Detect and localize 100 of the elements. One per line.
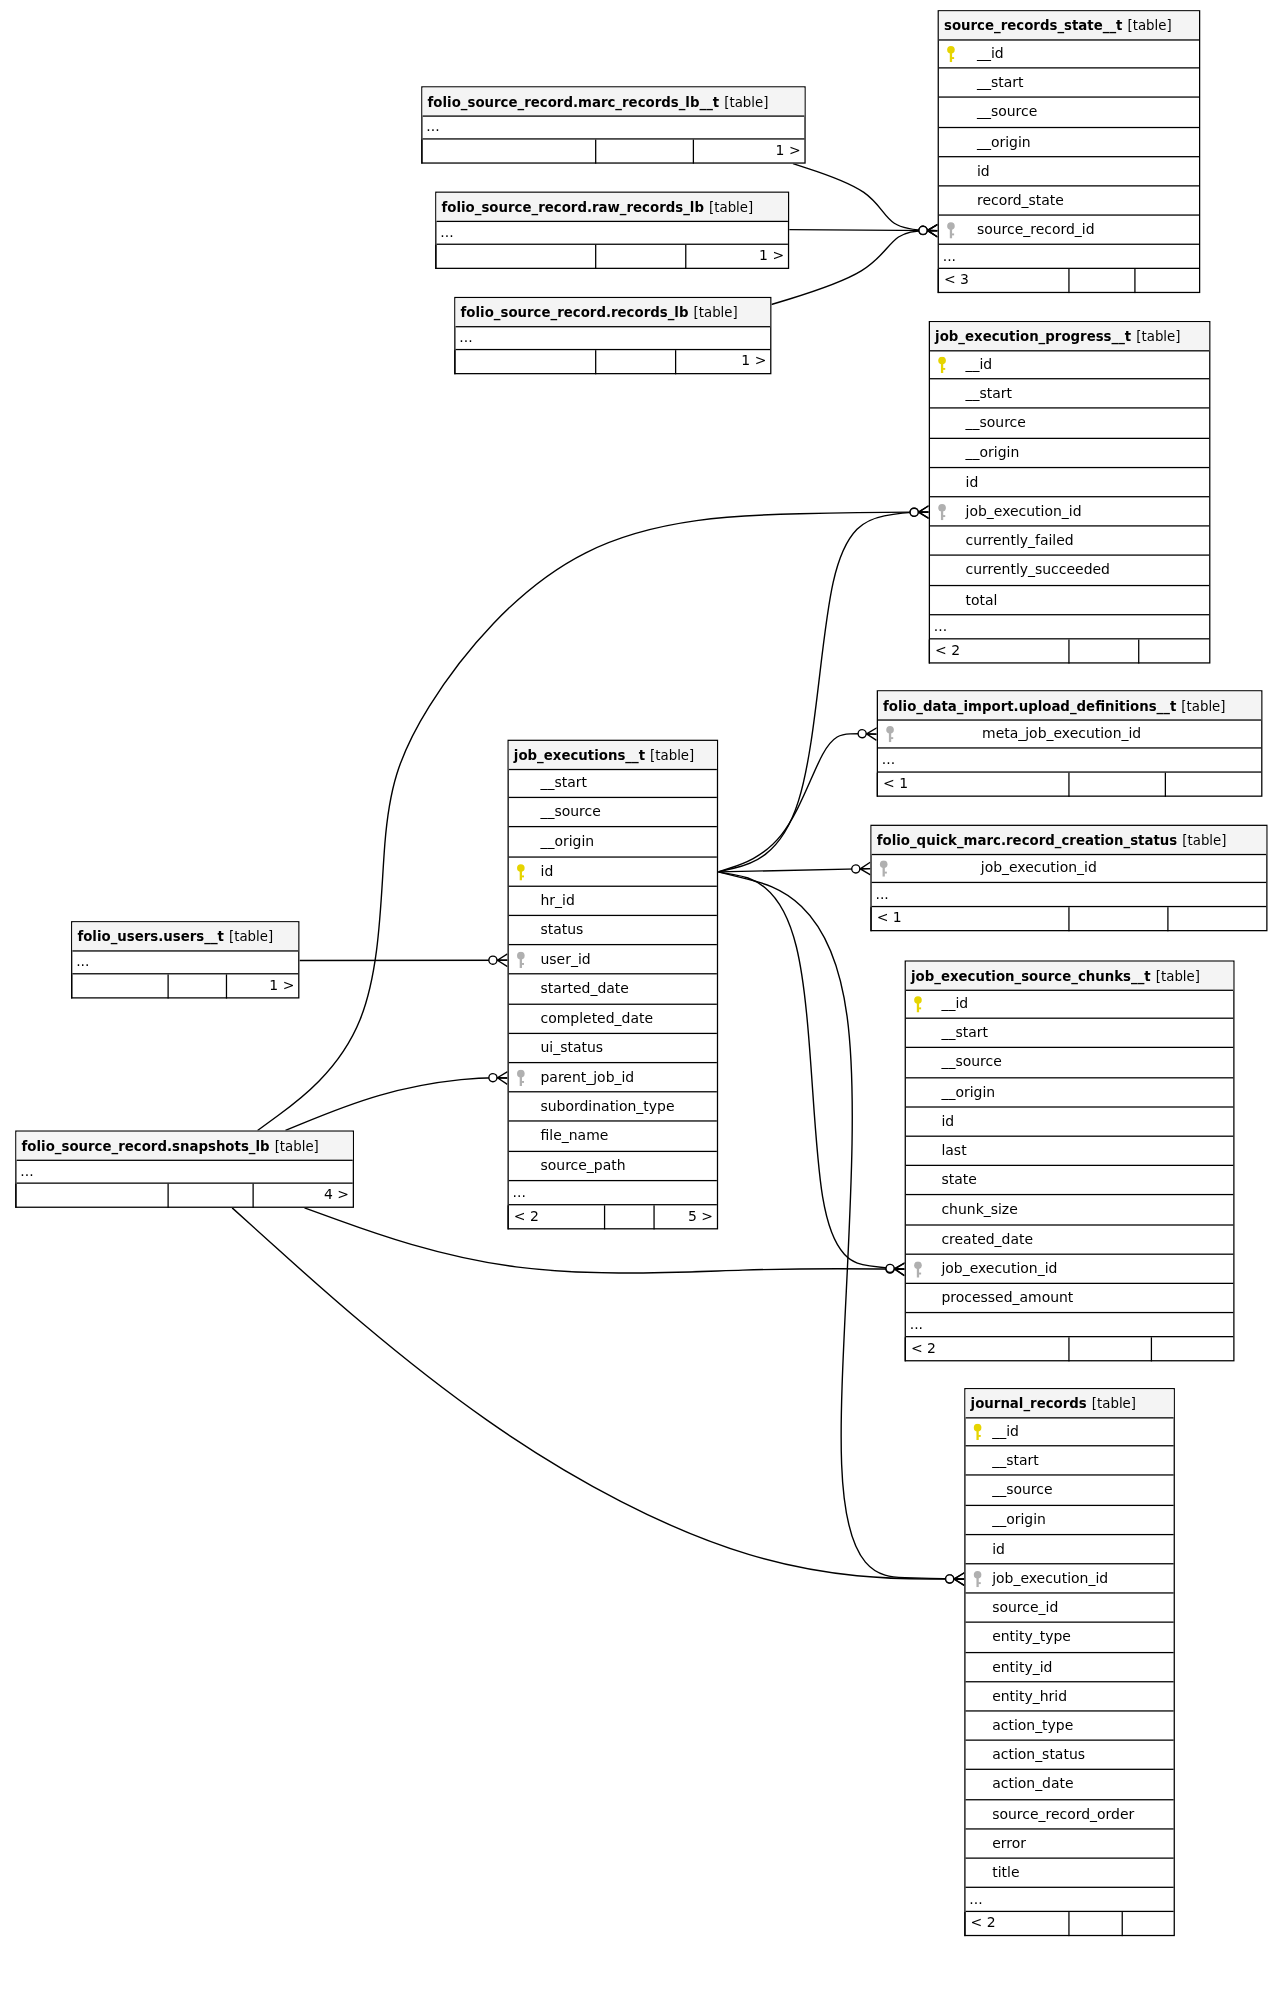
table-name: job_execution_progress__t xyxy=(935,328,1132,344)
column-name: meta_job_execution_id xyxy=(982,726,1142,741)
table-tag: [table] xyxy=(693,304,738,320)
table-name: folio_users.users__t xyxy=(77,928,224,944)
column-name: __start xyxy=(941,1026,988,1041)
column-name: hr_id xyxy=(540,893,575,908)
table-tag: [table] xyxy=(650,747,695,763)
ellipsis-text: ... xyxy=(942,249,956,264)
column-name: __id xyxy=(976,46,1004,61)
table-box xyxy=(876,690,1263,798)
column-name: source_record_id xyxy=(976,223,1095,237)
column-name: total xyxy=(965,592,998,607)
table-box xyxy=(15,1130,354,1208)
column-name: currently_succeeded xyxy=(965,563,1110,578)
ellipsis-text: ... xyxy=(875,887,889,902)
column-name: id xyxy=(540,864,554,879)
relationship-line xyxy=(770,223,939,306)
table-box xyxy=(964,1388,1175,1937)
column-name: id xyxy=(992,1542,1005,1556)
ellipsis-text: ... xyxy=(459,330,473,345)
table-box xyxy=(435,191,790,269)
column-name: __origin xyxy=(540,834,595,849)
table-name: folio_quick_marc.record_creation_status xyxy=(876,832,1178,848)
table-tag: [table] xyxy=(724,93,769,110)
column-name: __source xyxy=(965,416,1026,431)
column-name: entity_id xyxy=(992,1659,1053,1674)
footer-cell: 1 > xyxy=(675,350,772,375)
table-name: folio_source_record.raw_records_lb xyxy=(441,199,704,215)
table-box xyxy=(421,86,806,164)
footer-cell: 1 > xyxy=(225,974,300,999)
ellipsis-text: ... xyxy=(20,1164,34,1179)
footer-cell: < 2 xyxy=(507,1205,606,1230)
table-box xyxy=(454,296,772,375)
footer-cell: 1 > xyxy=(685,244,790,269)
table-name: folio_source_record.snapshots_lb xyxy=(21,1138,270,1154)
column-name: source_record_order xyxy=(992,1806,1135,1821)
relationship-line xyxy=(303,1207,906,1277)
column-name: processed_amount xyxy=(941,1291,1074,1306)
table-box xyxy=(507,739,719,1230)
column-name: title xyxy=(992,1865,1020,1880)
column-name: completed_date xyxy=(540,1011,653,1026)
column-name: error xyxy=(992,1836,1026,1851)
column-name: created_date xyxy=(941,1232,1034,1247)
column-name: __id xyxy=(992,1424,1019,1439)
table-name: folio_source_record.records_lb xyxy=(460,304,689,320)
column-name: file_name xyxy=(540,1129,609,1144)
column-name: state xyxy=(941,1173,977,1188)
footer-cell: 1 > xyxy=(692,139,806,164)
column-name: __source xyxy=(941,1055,1002,1070)
column-name: status xyxy=(540,923,584,938)
column-name: entity_hrid xyxy=(992,1689,1067,1704)
column-name: __source xyxy=(976,105,1038,120)
column-name: user_id xyxy=(540,952,591,967)
table-box xyxy=(904,960,1235,1362)
footer-cell: < 1 xyxy=(870,907,1070,932)
column-name: __start xyxy=(965,386,1012,401)
ellipsis-text: ... xyxy=(909,1317,924,1332)
footer-cell: < 1 xyxy=(876,772,1070,798)
column-name: __origin xyxy=(992,1512,1046,1527)
table-tag: [table] xyxy=(1181,697,1226,714)
table-tag: [table] xyxy=(1155,968,1200,984)
column-name: subordination_type xyxy=(540,1099,675,1114)
column-name: id xyxy=(965,475,979,489)
table-tag: [table] xyxy=(1136,328,1181,344)
relationship-line xyxy=(284,1070,509,1132)
table-box xyxy=(870,824,1268,932)
column-name: action_date xyxy=(992,1777,1074,1792)
column-name: job_execution_id xyxy=(992,1571,1109,1586)
column-name: __source xyxy=(992,1483,1053,1498)
relationship-line xyxy=(298,953,509,968)
ellipsis-text: ... xyxy=(881,753,896,768)
footer-cell: < 2 xyxy=(928,639,1070,664)
column-name: job_execution_id xyxy=(941,1261,1058,1276)
column-name: __origin xyxy=(976,134,1031,149)
relationship-line xyxy=(717,871,906,1277)
relationship-line xyxy=(717,727,878,873)
table-tag: [table] xyxy=(1127,17,1172,33)
relationship-line xyxy=(717,871,966,1587)
column-name: source_path xyxy=(540,1158,626,1173)
ellipsis-text: ... xyxy=(426,119,440,134)
footer-cell: < 2 xyxy=(904,1337,1070,1362)
column-name: action_type xyxy=(992,1718,1074,1733)
footer-cell: < 3 xyxy=(937,269,1070,294)
ellipsis-text: ... xyxy=(933,619,948,634)
column-name: __origin xyxy=(941,1085,996,1099)
column-name: chunk_size xyxy=(941,1202,1018,1217)
column-name: entity_type xyxy=(992,1630,1071,1645)
column-name: __id xyxy=(941,996,969,1011)
table-name: job_executions__t xyxy=(513,747,645,763)
ellipsis-text: ... xyxy=(76,954,90,969)
column-name: __start xyxy=(976,75,1024,90)
column-name: record_state xyxy=(976,193,1064,208)
column-name: id xyxy=(976,164,990,179)
table-box xyxy=(928,321,1211,664)
column-name: started_date xyxy=(540,982,629,996)
ellipsis-text: ... xyxy=(969,1892,983,1907)
column-name: source_id xyxy=(992,1600,1059,1615)
footer-cell: 4 > xyxy=(252,1183,354,1208)
column-name: __source xyxy=(540,805,601,820)
column-name: parent_job_id xyxy=(540,1070,635,1085)
